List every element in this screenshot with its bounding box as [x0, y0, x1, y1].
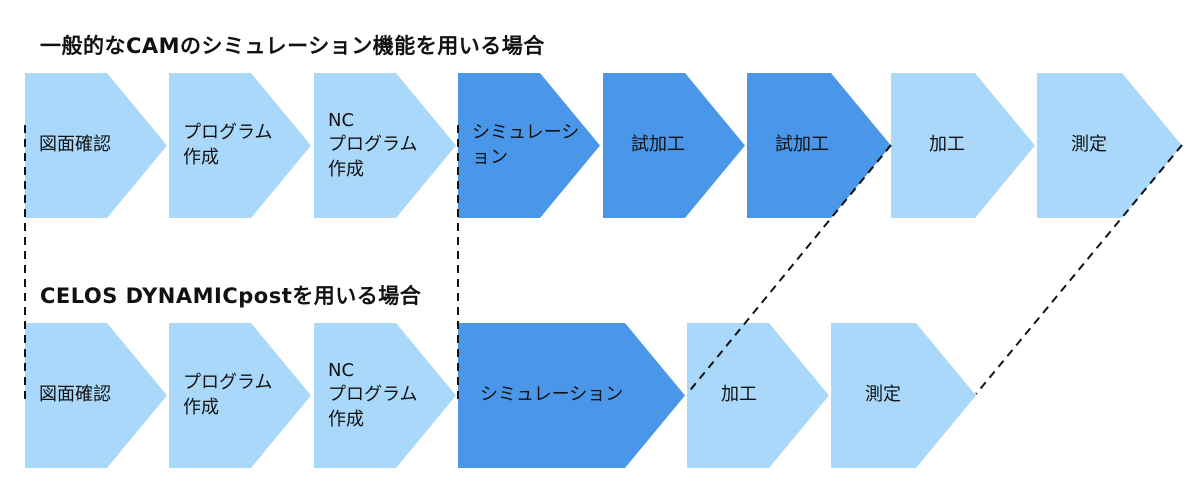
step-machining: 加工: [891, 73, 1035, 218]
step-simulation: シミュレーション: [458, 73, 600, 218]
section-title-general-cam: 一般的なCAMのシミュレーション機能を用いる場合: [40, 34, 545, 58]
chevron-shape: [314, 73, 456, 218]
step-trial-machining-1: 試加工: [603, 73, 745, 218]
step-label: 図面確認: [39, 134, 111, 156]
step-label: 図面確認: [39, 384, 111, 406]
step-label: NC プログラム 作成: [328, 110, 418, 180]
chevron-shape: [831, 323, 976, 468]
step-drawing-check: 図面確認: [25, 73, 167, 218]
chevron-shape: [891, 73, 1035, 218]
chevron-shape: [314, 323, 456, 468]
step-measurement: 測定: [1037, 73, 1182, 218]
process-flow-general-cam: 図面確認 プログラム 作成 NC プログラム 作成 シミュレーション 試加工 試…: [0, 73, 1200, 218]
step-nc-program-creation: NC プログラム 作成: [314, 323, 456, 468]
step-label: 試加工: [775, 134, 829, 156]
chevron-shape: [458, 73, 600, 218]
step-program-creation: プログラム 作成: [169, 323, 311, 468]
chevron-shape: [603, 73, 745, 218]
chevron-shape: [687, 323, 829, 468]
step-measurement: 測定: [831, 323, 976, 468]
step-label: シミュレーション: [480, 384, 624, 406]
step-machining: 加工: [687, 323, 829, 468]
step-label: NC プログラム 作成: [328, 360, 418, 430]
step-simulation: シミュレーション: [458, 323, 685, 468]
chevron-shape: [458, 323, 685, 468]
chevron-shape: [747, 73, 891, 218]
step-label: 加工: [929, 134, 965, 156]
step-label: プログラム 作成: [183, 372, 273, 418]
chevron-shape: [169, 73, 311, 218]
step-label: 測定: [1071, 134, 1107, 156]
step-label: 試加工: [631, 134, 685, 156]
chevron-shape: [1037, 73, 1182, 218]
step-trial-machining-2: 試加工: [747, 73, 891, 218]
measurement-end-connector: [975, 144, 1183, 395]
step-program-creation: プログラム 作成: [169, 73, 311, 218]
chevron-shape: [169, 323, 311, 468]
step-drawing-check: 図面確認: [25, 323, 167, 468]
step-label: 測定: [865, 384, 901, 406]
step-label: 加工: [721, 384, 757, 406]
step-label: プログラム 作成: [183, 122, 273, 168]
section-title-celos: CELOS DYNAMICpostを用いる場合: [40, 284, 422, 308]
process-flow-celos: 図面確認 プログラム 作成 NC プログラム 作成 シミュレーション 加工 測定: [0, 323, 1200, 468]
step-label: シミュレーション: [472, 122, 580, 168]
chevron-shape: [25, 73, 167, 218]
step-nc-program-creation: NC プログラム 作成: [314, 73, 456, 218]
chevron-shape: [25, 323, 167, 468]
machining-start-connector: [686, 144, 892, 395]
